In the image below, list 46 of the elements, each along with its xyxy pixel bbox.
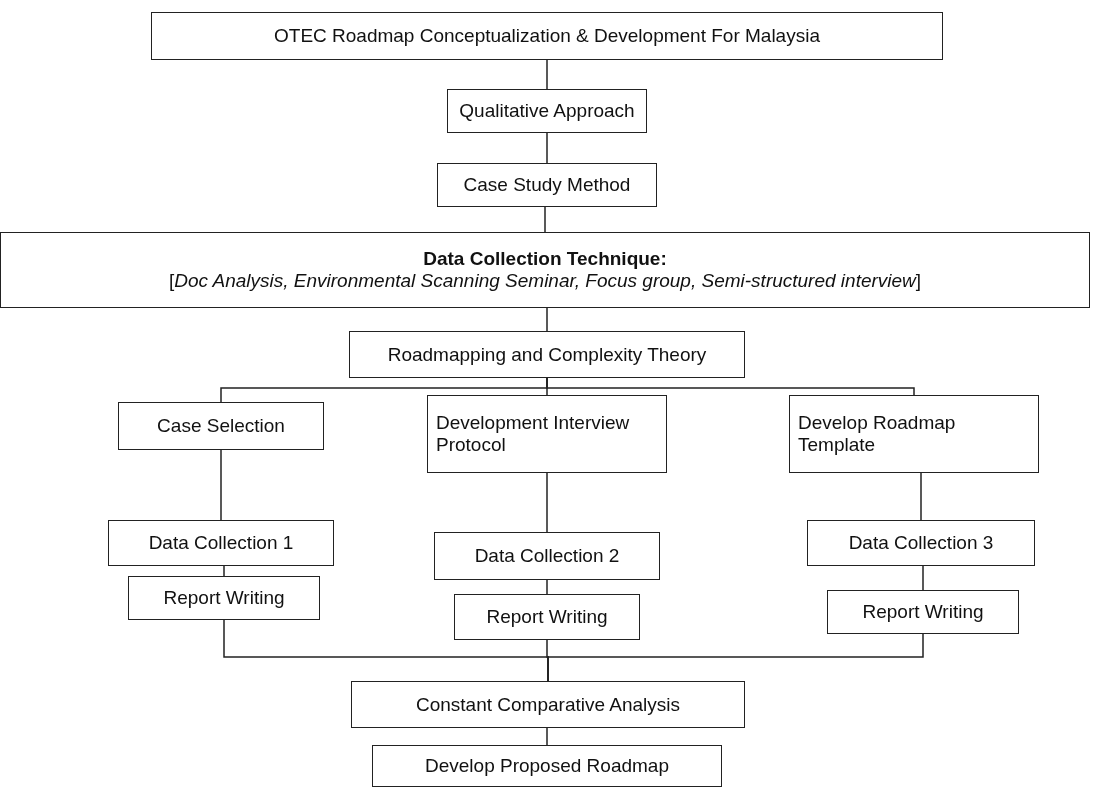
connector-line: [220, 449, 222, 521]
box-label: Case Selection: [157, 415, 285, 437]
process-box: [128, 576, 320, 620]
process-box: [434, 532, 660, 580]
box-label: Roadmapping and Complexity Theory: [387, 343, 707, 366]
process-box: [447, 89, 647, 133]
process-box: [351, 681, 745, 728]
box-label: Report Writing: [862, 601, 984, 623]
process-box: [789, 395, 1039, 473]
process-box: [108, 520, 334, 566]
process-box: [151, 12, 943, 60]
connector-line: [546, 727, 548, 746]
box-label: Develop Roadmap Template: [798, 412, 957, 456]
connector-line: [922, 565, 924, 591]
box-label: Report Writing: [486, 606, 608, 628]
connector-line: [546, 59, 548, 90]
process-box: [0, 232, 1090, 308]
process-box: [827, 590, 1019, 634]
connector-line: [546, 132, 548, 164]
box-label: Data Collection 1: [148, 532, 294, 554]
box-label: OTEC Roadmap Conceptualization & Development For Malaysia: [274, 25, 820, 47]
connector-line: [546, 377, 915, 396]
box-label: Qualitative Approach: [459, 100, 635, 122]
connector-line: [544, 206, 546, 233]
box-label: Report Writing: [163, 587, 285, 609]
box-label: Data Collection Technique:: [423, 248, 667, 270]
box-label: Constant Comparative Analysis: [416, 693, 680, 716]
process-box: [118, 402, 324, 450]
process-box: [427, 395, 667, 473]
process-box: [454, 594, 640, 640]
connector-line: [920, 472, 922, 521]
box-label: Development Interview Protocol: [436, 412, 631, 456]
process-box: [372, 745, 722, 787]
connector-line: [547, 633, 924, 682]
box-label: Data Collection 3: [848, 532, 994, 554]
connector-line: [546, 579, 548, 595]
connector-line: [223, 565, 225, 577]
box-text: [Doc Analysis, Environmental Scanning Seminar, Focus group, Semi-structured interview]: [168, 270, 922, 292]
connector-line: [546, 307, 548, 332]
box-label: Case Study Method: [463, 174, 631, 196]
process-box: [807, 520, 1035, 566]
process-box: [349, 331, 745, 378]
process-box: [437, 163, 657, 207]
connector-line: [546, 472, 548, 533]
box-label: Develop Proposed Roadmap: [425, 755, 669, 777]
box-label: Data Collection 2: [474, 545, 620, 567]
